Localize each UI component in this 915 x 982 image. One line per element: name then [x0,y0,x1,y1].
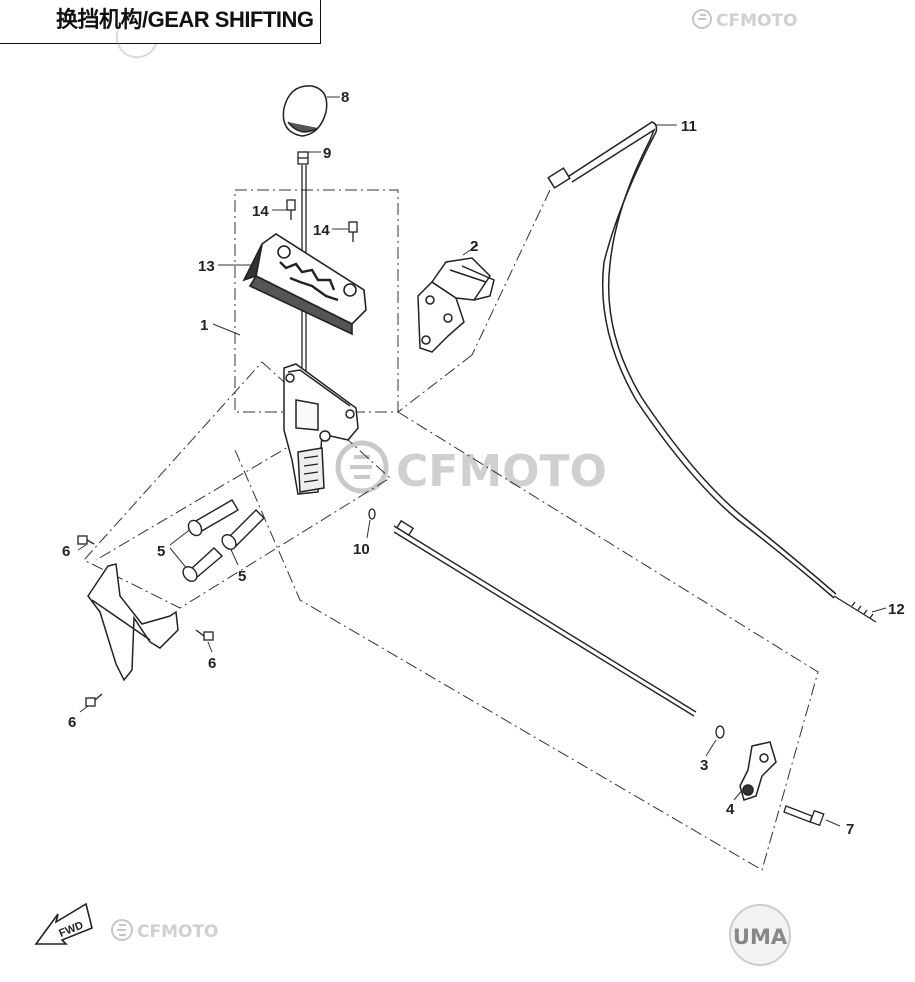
gate-bolt-right [348,221,358,242]
diagram-title: 换挡机构/GEAR SHIFTING [56,7,314,32]
callout-10: 10 [353,541,370,558]
callout-5b: 5 [238,568,246,585]
uma-badge-faint-top [115,29,157,59]
shift-rod [393,519,697,717]
cfmoto-watermark-bottom-text: CFMOTO [137,922,219,942]
fwd-direction-arrow: FWD [34,902,93,945]
lower-mount-bracket [87,563,179,682]
callout-13: 13 [198,258,215,275]
callout-7: 7 [846,821,854,838]
cfmoto-watermark-top: CFMOTO [692,9,798,31]
cable-threaded-end [833,595,877,623]
callout-6b: 6 [208,655,216,672]
callout-8: 8 [341,89,349,106]
callout-9: 9 [323,145,331,162]
cfmoto-watermark-center: CFMOTO [335,440,607,497]
callout-numbers: 8 9 14 14 13 1 2 11 12 5 5 6 6 6 10 3 4 … [62,89,905,838]
uma-badge: UMA [729,904,791,966]
long-bolt-lower [182,547,224,582]
cfmoto-watermark-top-text: CFMOTO [716,11,798,31]
callout-3: 3 [700,757,708,774]
shift-gate-plate [242,233,367,336]
callout-4: 4 [726,801,735,818]
bracket-bolt-c [85,693,103,707]
long-bolt-middle [221,509,265,550]
cfmoto-watermark-bottom: CFMOTO [111,919,219,942]
gate-bolt-left [286,199,296,220]
long-bolt-upper [187,499,239,537]
arm-bolt [783,805,825,827]
shift-cable [547,121,837,599]
mounting-bracket-plate [417,257,495,353]
callout-5a: 5 [157,543,165,560]
bracket-bolt-a [77,535,95,545]
callout-11: 11 [681,118,697,135]
shifter-mechanism [283,363,359,495]
callout-leaders [77,96,887,827]
uma-badge-text: UMA [733,925,788,949]
callout-2: 2 [470,238,478,255]
shift-knob [282,85,328,137]
callout-14b: 14 [313,222,330,239]
rod-clip [368,508,376,520]
bracket-bolt-b [195,629,214,641]
callout-12: 12 [888,601,905,618]
knob-nut [297,151,309,165]
callout-6c: 6 [68,714,76,731]
callout-1: 1 [200,317,208,334]
title-box: 换挡机构/GEAR SHIFTING [0,0,321,44]
callout-14a: 14 [252,203,269,220]
cfmoto-watermark-center-text: CFMOTO [396,446,607,497]
callout-6a: 6 [62,543,70,560]
shift-arm [739,741,777,801]
rod-washer [715,725,725,739]
